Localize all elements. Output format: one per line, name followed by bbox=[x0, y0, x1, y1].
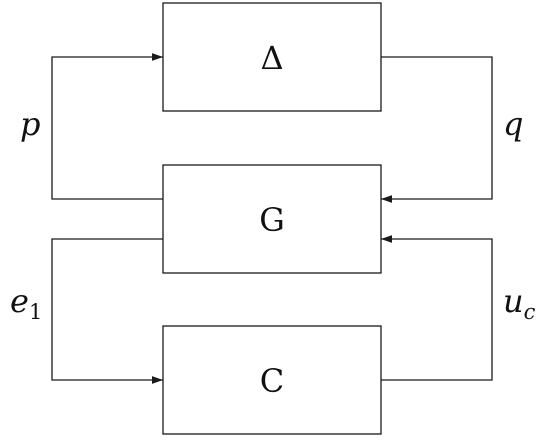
c-block bbox=[162, 325, 382, 435]
uc-subscript: c bbox=[524, 300, 536, 324]
e1-base: e bbox=[10, 282, 29, 320]
e1-signal-wire bbox=[51, 238, 163, 384]
uc-signal-wire bbox=[381, 235, 493, 381]
g-block bbox=[162, 164, 382, 274]
uc-signal-label: uc bbox=[503, 282, 536, 324]
q-signal-label: q bbox=[503, 105, 523, 143]
g-block-label: G bbox=[259, 201, 285, 239]
p-signal-wire bbox=[51, 53, 163, 200]
delta-block bbox=[162, 2, 382, 112]
uc-base: u bbox=[503, 282, 524, 320]
e1-subscript: 1 bbox=[29, 300, 42, 324]
c-block-label: C bbox=[260, 362, 284, 400]
delta-block-label: Δ bbox=[260, 39, 283, 77]
e1-signal-label: e1 bbox=[10, 282, 42, 324]
p-signal-label: p bbox=[20, 105, 40, 143]
q-signal-wire bbox=[381, 56, 493, 203]
